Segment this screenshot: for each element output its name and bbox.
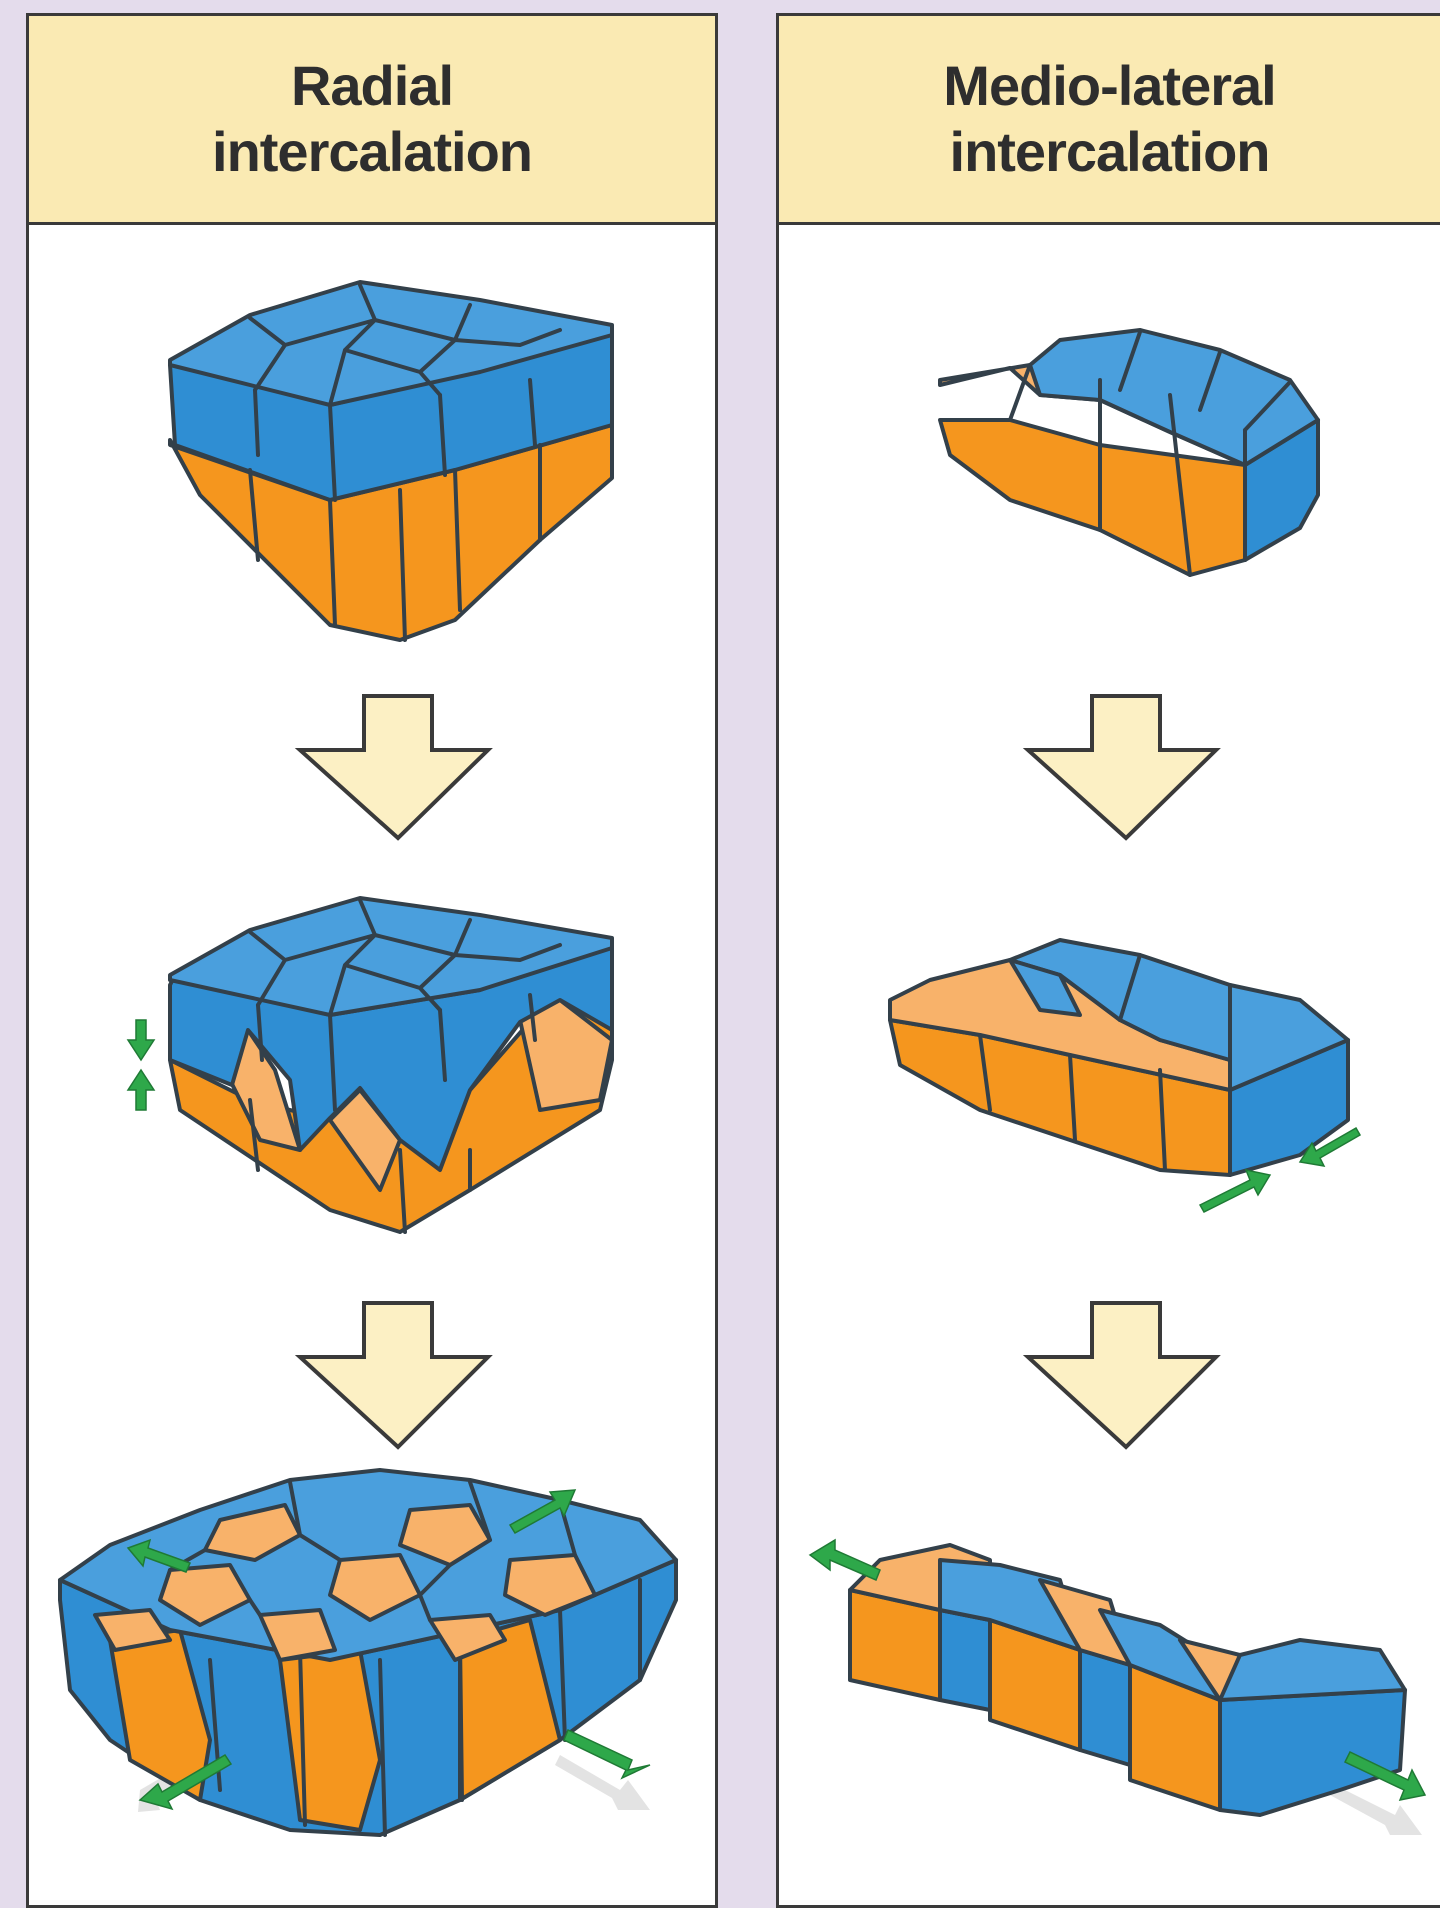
mediolateral-title-line1: Medio-lateral: [943, 54, 1276, 117]
mediolateral-convergence-arrows: [1198, 1126, 1362, 1213]
radial-compression-arrows: [126, 1019, 156, 1111]
mediolateral-stage1-block: [938, 328, 1320, 577]
down-arrow-icon: [1022, 1301, 1221, 1450]
mediolateral-panel-header: Medio-lateral intercalation: [779, 16, 1440, 225]
mediolateral-title-line2: intercalation: [949, 120, 1271, 183]
radial-stage2-block: [168, 896, 614, 1234]
radial-stage3-block: [58, 1468, 678, 1837]
mediolateral-stage2-block: [888, 938, 1350, 1177]
down-arrow-icon: [294, 694, 493, 841]
down-arrow-icon: [294, 1301, 493, 1450]
radial-expansion-arrows: [126, 1489, 651, 1811]
radial-panel-header: Radial intercalation: [29, 16, 715, 225]
mediolateral-stage3-block: [848, 1543, 1422, 1835]
radial-stage1-block: [168, 280, 614, 642]
radial-title-line2: intercalation: [212, 120, 533, 183]
mediolateral-extension-arrows: [808, 1538, 1427, 1802]
radial-title-line1: Radial: [290, 54, 454, 117]
down-arrow-icon: [1022, 694, 1221, 841]
